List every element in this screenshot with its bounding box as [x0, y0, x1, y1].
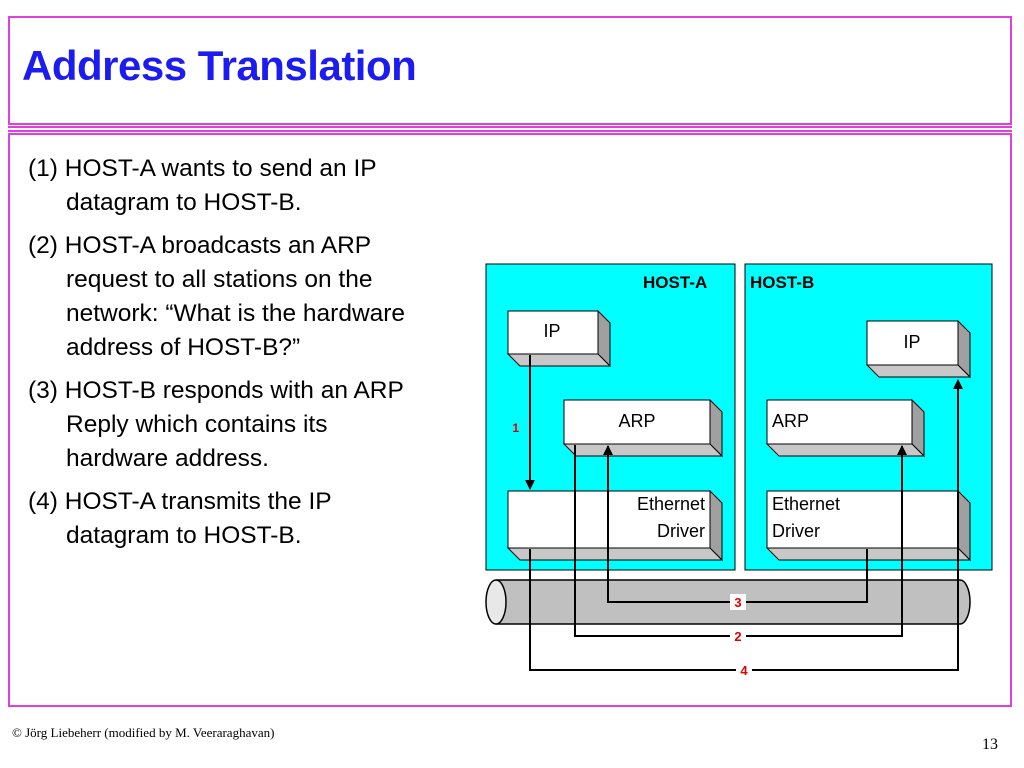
bullet-3: (3) HOST-B responds with an ARP Reply wh… — [28, 374, 478, 476]
host-b-ip-box: IP — [865, 319, 972, 379]
bullet-2-line-4: address of HOST-B?” — [66, 334, 301, 361]
host-a-ip-box: IP — [506, 309, 612, 368]
bullet-2-line-2: request to all stations on the — [66, 266, 373, 293]
host-a-eth-line-2: Driver — [657, 521, 705, 541]
bullet-4-line-2: datagram to HOST-B. — [66, 522, 302, 549]
title-divider — [8, 126, 1012, 128]
bullet-3-line-3: hardware address. — [66, 445, 269, 472]
title-frame — [8, 16, 1012, 125]
step-1-label: 1 — [512, 421, 519, 435]
host-b-ip-label: IP — [903, 332, 920, 352]
bullet-list: (1) HOST-A wants to send an IP datagram … — [28, 152, 478, 562]
host-a-ip-label: IP — [543, 321, 560, 341]
host-a-eth-line-1: Ethernet — [637, 494, 705, 514]
bullet-4-line-1: (4) HOST-A transmits the IP — [28, 488, 332, 515]
host-b-eth-line-2: Driver — [772, 521, 820, 541]
host-b-arp-box: ARP — [765, 398, 926, 458]
host-a-label: HOST-A — [643, 273, 707, 292]
bullet-2: (2) HOST-A broadcasts an ARP request to … — [28, 229, 478, 365]
step-3-label: 3 — [734, 595, 741, 610]
page-number: 13 — [982, 736, 998, 753]
host-b-arp-label: ARP — [772, 411, 809, 431]
host-a-ethernet-box: Ethernet Driver — [506, 489, 724, 562]
step-4-label: 4 — [740, 663, 748, 678]
bullet-2-line-1: (2) HOST-A broadcasts an ARP — [28, 232, 372, 259]
bullet-4: (4) HOST-A transmits the IP datagram to … — [28, 485, 478, 553]
content-frame — [8, 133, 1012, 707]
bullet-2-line-3: network: “What is the hardware — [66, 300, 406, 327]
step-4-label-bg — [736, 662, 752, 678]
bullet-3-line-2: Reply which contains its — [66, 411, 328, 438]
bullet-1-line-2: datagram to HOST-B. — [66, 189, 302, 216]
bullet-1: (1) HOST-A wants to send an IP datagram … — [28, 152, 478, 220]
title-divider-inner — [8, 130, 1012, 132]
step-2-label: 2 — [734, 629, 741, 644]
host-a-arp-label: ARP — [618, 411, 655, 431]
slide-title: Address Translation — [22, 42, 417, 89]
host-b-ethernet-box: Ethernet Driver — [765, 489, 972, 562]
host-a-arp-box: ARP — [562, 398, 724, 458]
step-3-label-bg — [730, 594, 746, 610]
host-b-eth-line-1: Ethernet — [772, 494, 840, 514]
footer-credit: © Jörg Liebeherr (modified by M. Veerara… — [12, 725, 275, 740]
bullet-1-line-1: (1) HOST-A wants to send an IP — [28, 155, 377, 182]
step-2-label-bg — [730, 628, 746, 644]
host-b-label: HOST-B — [750, 273, 814, 292]
bullet-3-line-1: (3) HOST-B responds with an ARP — [28, 377, 404, 404]
